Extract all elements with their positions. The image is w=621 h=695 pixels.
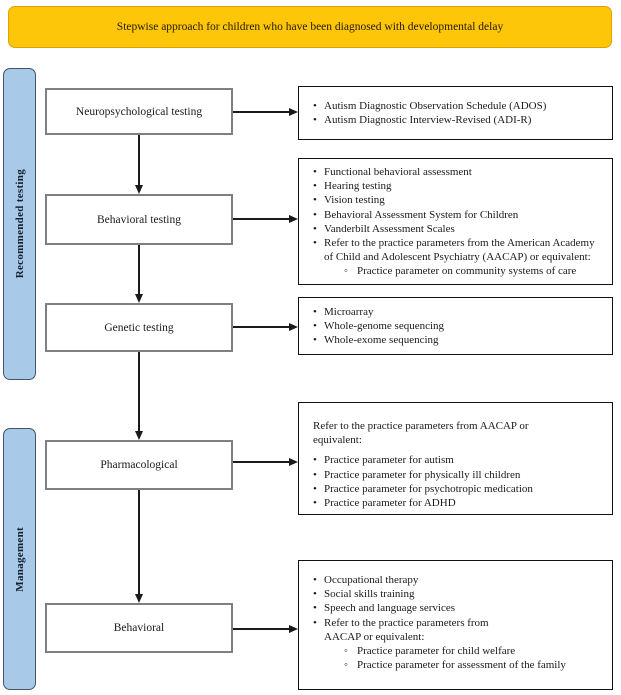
bullet-item: Social skills training [313, 587, 604, 601]
detail-intro: Refer to the practice parameters from AA… [313, 420, 529, 447]
detail-list: Autism Diagnostic Observation Schedule (… [313, 99, 604, 128]
arrow-down-to-behavioral-testing-icon [134, 135, 143, 194]
arrow-right-genetic-testing-icon [233, 322, 298, 331]
step-label: Neuropsychological testing [75, 105, 203, 118]
detail-box-neuropsychological: Autism Diagnostic Observation Schedule (… [298, 86, 613, 140]
bullet-item: Refer to the practice parameters from AA… [313, 616, 604, 644]
sub-bullet-item: Practice parameter on community systems … [313, 264, 604, 278]
arrow-down-to-behavioral-icon [134, 490, 143, 603]
arrow-down-to-pharmacological-icon [134, 352, 143, 440]
bullet-item: Behavioral Assessment System for Childre… [313, 208, 604, 222]
recommended-testing-label: Recommended testing [13, 169, 26, 279]
bullet-item: Hearing testing [313, 179, 604, 193]
bullet-item: Refer to the practice parameters from th… [313, 236, 604, 264]
bullet-item: Speech and language services [313, 601, 604, 615]
sidebar-label-management: Management [3, 428, 36, 690]
detail-box-pharmacological: Refer to the practice parameters from AA… [298, 402, 613, 515]
figure-title: Stepwise approach for children who have … [116, 21, 504, 33]
bullet-item: Practice parameter for autism [313, 453, 604, 467]
step-box-behavioral-testing: Behavioral testing [45, 194, 233, 245]
step-label: Pharmacological [100, 459, 178, 471]
detail-list: Microarray Whole-genome sequencing Whole… [313, 305, 604, 348]
bullet-item: Functional behavioral assessment [313, 165, 604, 179]
detail-box-behavioral-testing: Functional behavioral assessment Hearing… [298, 158, 613, 285]
step-box-genetic-testing: Genetic testing [45, 303, 233, 352]
header-banner: Stepwise approach for children who have … [8, 6, 612, 48]
detail-list: Practice parameter for autism Practice p… [313, 453, 604, 510]
step-label: Genetic testing [104, 321, 174, 334]
bullet-item: Autism Diagnostic Observation Schedule (… [313, 99, 604, 113]
step-label: Behavioral testing [97, 213, 181, 226]
sub-bullet-item: Practice parameter for assessment of the… [313, 658, 604, 672]
step-box-neuropsychological-testing: Neuropsychological testing [45, 88, 233, 135]
arrow-right-pharmacological-icon [233, 457, 298, 466]
arrow-down-to-genetic-testing-icon [134, 245, 143, 303]
step-label: Behavioral [113, 622, 165, 634]
detail-box-behavioral: Occupational therapy Social skills train… [298, 560, 613, 690]
detail-box-genetic-testing: Microarray Whole-genome sequencing Whole… [298, 297, 613, 355]
bullet-item: Microarray [313, 305, 604, 319]
management-label: Management [13, 526, 26, 592]
bullet-item: Whole-genome sequencing [313, 319, 604, 333]
sidebar-label-recommended-testing: Recommended testing [3, 68, 36, 380]
step-box-pharmacological: Pharmacological [45, 440, 233, 490]
detail-list: Functional behavioral assessment Hearing… [313, 165, 604, 279]
arrow-right-neuropsychological-icon [233, 107, 298, 116]
step-box-behavioral: Behavioral [45, 603, 233, 653]
bullet-item: Vanderbilt Assessment Scales [313, 222, 604, 236]
arrow-right-behavioral-icon [233, 624, 298, 633]
sub-bullet-item: Practice parameter for child welfare [313, 644, 604, 658]
bullet-item: Autism Diagnostic Interview-Revised (ADI… [313, 113, 604, 127]
bullet-item: Practice parameter for physically ill ch… [313, 468, 604, 482]
bullet-item: Practice parameter for psychotropic medi… [313, 482, 604, 496]
bullet-item: Occupational therapy [313, 573, 604, 587]
bullet-item: Practice parameter for ADHD [313, 496, 604, 510]
arrow-right-behavioral-testing-icon [233, 214, 298, 223]
detail-list: Occupational therapy Social skills train… [313, 573, 604, 673]
bullet-item: Vision testing [313, 193, 604, 207]
bullet-item: Whole-exome sequencing [313, 333, 604, 347]
